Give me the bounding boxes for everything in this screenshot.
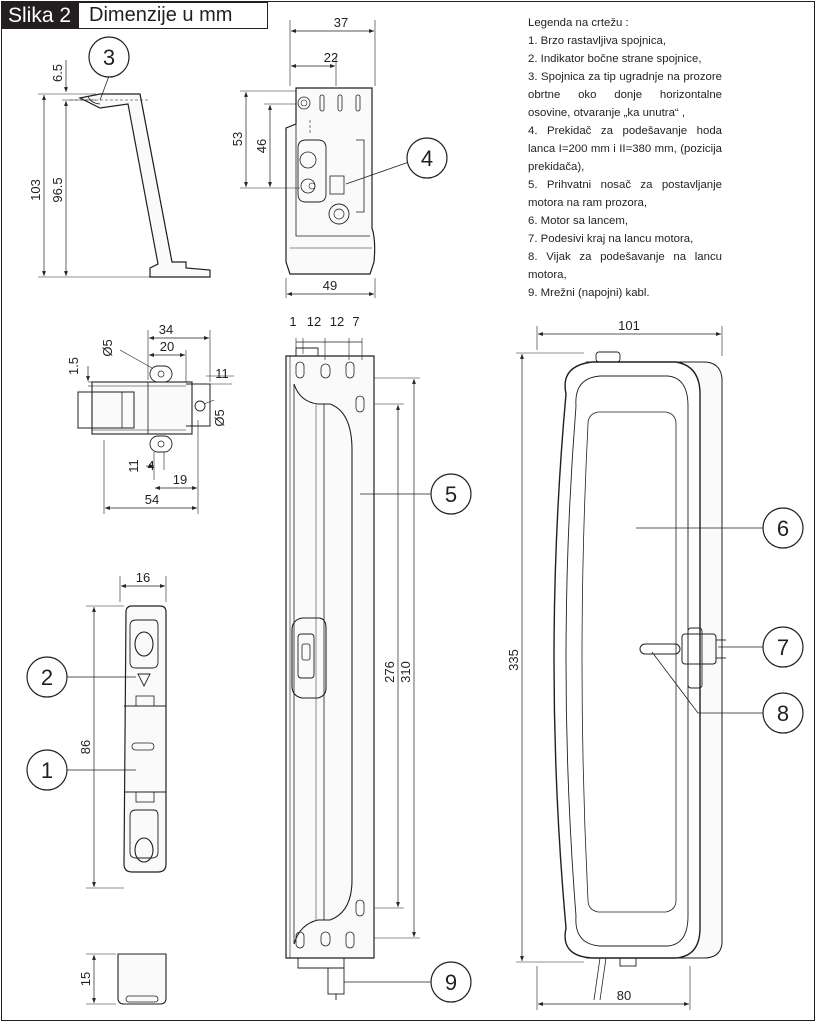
callout-9-circle	[430, 961, 472, 1003]
dim-label: 15	[78, 972, 93, 986]
dim-label: 34	[159, 322, 173, 337]
dim-label: 6.5	[50, 64, 65, 82]
dim-label: 7	[352, 314, 359, 329]
dim-label: 80	[617, 988, 631, 1003]
callout-3-circle	[88, 36, 130, 78]
dim-label: 53	[230, 132, 245, 146]
dim-label: 4	[147, 458, 154, 473]
callout-4-circle	[406, 137, 448, 179]
legend-item: 3. Spojnica za tip ugradnje na prozore o…	[528, 71, 722, 119]
callout-4-label: 4	[421, 146, 433, 171]
callout-3-label: 3	[103, 45, 115, 70]
callout-1-circle	[26, 749, 68, 791]
mount-bracket-view	[285, 338, 420, 1000]
legend-item: 9. Mrežni (napojni) kabl.	[528, 287, 650, 299]
callout-2-label: 2	[41, 665, 53, 690]
dim-label: 46	[254, 139, 269, 153]
callout-6-circle	[762, 507, 804, 549]
callout-7-circle	[762, 626, 804, 668]
motor-view	[516, 326, 726, 1010]
dim-label: 103	[28, 179, 43, 201]
callout-6-label: 6	[777, 516, 789, 541]
bracket-front-view	[240, 20, 376, 298]
dim-label: Ø5	[100, 339, 115, 356]
coupling-view	[86, 576, 167, 1005]
legend-item: 7. Podesivi kraj na lancu motora,	[528, 233, 694, 245]
dim-label: 335	[506, 649, 521, 671]
dim-label: 1	[289, 314, 296, 329]
figure-title: Dimenzije u mm	[79, 2, 269, 29]
dim-label: 96.5	[50, 177, 65, 202]
legend-item: 8. Vijak za podešavanje na lancu motora,	[528, 251, 722, 281]
legend-item: 2. Indikator bočne strane spojnice,	[528, 53, 702, 65]
legend-title: Legenda na crtežu :	[528, 17, 629, 29]
callout-2-circle	[26, 656, 68, 698]
legend: Legenda na crtežu : 1. Brzo rastavljiva …	[528, 14, 722, 302]
dim-label: Ø5	[212, 409, 227, 426]
callout-7-label: 7	[777, 635, 789, 660]
dim-label: 20	[160, 339, 174, 354]
dimension-labels: 6.5 103 96.5 37 22 53 46 49 34 20 Ø5 1.5…	[28, 15, 640, 1003]
legend-item: 6. Motor sa lancem,	[528, 215, 629, 227]
dim-label: 54	[145, 492, 159, 507]
dim-label: 11	[215, 366, 229, 381]
callout-5-label: 5	[445, 482, 457, 507]
legend-item: 1. Brzo rastavljiva spojnica,	[528, 35, 667, 47]
callout-9-label: 9	[445, 970, 457, 995]
dim-label: 86	[78, 740, 93, 754]
dim-label: 37	[334, 15, 348, 30]
figure-label: Slika 2	[2, 2, 80, 29]
dim-label: 11	[126, 459, 141, 473]
callout-8-circle	[762, 692, 804, 734]
callout-8-label: 8	[777, 701, 789, 726]
callout-5-circle	[430, 473, 472, 515]
legend-item: 5. Prihvatni nosač za postavljanje motor…	[528, 179, 722, 209]
bracket-side-view	[38, 60, 211, 278]
dim-label: 19	[173, 472, 187, 487]
dim-label: 12	[330, 314, 344, 329]
figure-header: Slika 2 Dimenzije u mm	[2, 2, 269, 29]
dim-label: 16	[136, 570, 150, 585]
bracket-top-view	[77, 330, 234, 514]
dim-label: 1.5	[66, 357, 81, 375]
dim-label: 22	[324, 50, 338, 65]
callout-circles	[26, 36, 804, 1003]
callout-1-label: 1	[41, 758, 53, 783]
dim-label: 310	[398, 661, 413, 683]
dim-label: 49	[323, 278, 337, 293]
dim-label: 276	[382, 661, 397, 683]
dim-label: 101	[618, 318, 640, 333]
leader-lines	[65, 75, 764, 983]
dim-label: 12	[307, 314, 321, 329]
legend-item: 4. Prekidač za podešavanje hoda lanca I=…	[528, 125, 722, 173]
